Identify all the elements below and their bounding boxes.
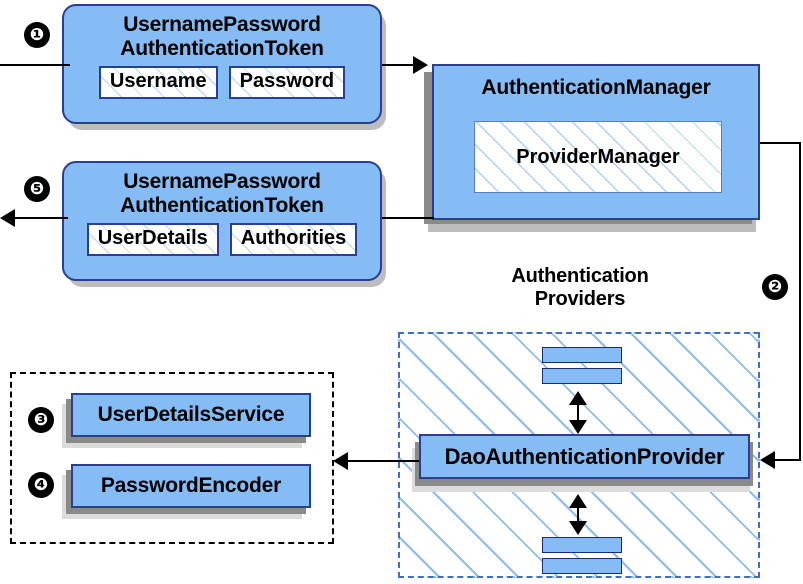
request-token-fields: Username Password <box>64 66 380 100</box>
step-badge-1: ❶ <box>24 22 50 48</box>
provider-link-arrow-down-top <box>569 420 587 434</box>
generic-provider-bar-1 <box>542 347 622 363</box>
provider-link-line-top <box>577 394 579 430</box>
response-token-fields: UserDetails Authorities <box>64 223 380 257</box>
token-to-manager-arrowhead <box>413 56 428 74</box>
manager-to-response-token-line <box>382 217 434 219</box>
outbound-response-arrowhead <box>0 209 15 227</box>
response-token-box: UsernamePassword AuthenticationToken Use… <box>62 161 382 281</box>
request-token-box: UsernamePassword AuthenticationToken Use… <box>62 4 382 124</box>
response-token-title: UsernamePassword AuthenticationToken <box>64 163 380 217</box>
authentication-providers-label-line2: Providers <box>534 288 626 310</box>
manager-to-provider-line-bottom <box>775 459 801 461</box>
authentication-providers-label: Authentication Providers <box>468 265 692 311</box>
provider-link-arrow-up-top <box>569 391 587 405</box>
provider-to-beans-line <box>348 460 419 462</box>
response-token-title-line2: AuthenticationToken <box>120 193 324 217</box>
request-token-title: UsernamePassword AuthenticationToken <box>64 6 380 60</box>
inbound-request-line <box>0 64 70 66</box>
authentication-manager-title: AuthenticationManager <box>481 76 711 99</box>
dao-authentication-provider-box: DaoAuthenticationProvider <box>419 434 750 479</box>
generic-provider-bar-3 <box>542 537 622 553</box>
provider-to-beans-arrowhead <box>333 452 348 470</box>
field-username: Username <box>98 66 218 100</box>
generic-provider-bar-2 <box>542 368 622 384</box>
passwordencoder-box: PasswordEncoder <box>71 464 311 508</box>
step-badge-4: ❹ <box>28 472 54 498</box>
field-userdetails: UserDetails <box>86 223 219 257</box>
field-password: Password <box>228 66 346 100</box>
step-badge-3: ❸ <box>28 407 54 433</box>
outbound-response-line <box>14 217 68 219</box>
authentication-providers-label-line1: Authentication <box>511 265 649 287</box>
provider-link-arrow-up-bottom <box>569 494 587 508</box>
manager-to-provider-line-top <box>760 142 801 144</box>
field-authorities: Authorities <box>229 223 358 257</box>
generic-provider-bar-4 <box>542 558 622 574</box>
authentication-manager-box: AuthenticationManager ProviderManager <box>432 64 760 220</box>
manager-to-provider-line-vertical <box>799 142 801 460</box>
provider-manager-box: ProviderManager <box>474 121 722 193</box>
token-to-manager-line <box>382 64 418 66</box>
userdetailsservice-box: UserDetailsService <box>71 393 311 437</box>
request-token-title-line1: UsernamePassword <box>123 13 321 36</box>
provider-link-line-bottom <box>577 497 579 531</box>
step-badge-2: ❷ <box>762 274 788 300</box>
request-token-title-line2: AuthenticationToken <box>120 36 324 60</box>
manager-to-provider-arrowhead <box>760 451 775 469</box>
provider-link-arrow-down-bottom <box>569 521 587 535</box>
step-badge-5: ❺ <box>24 176 50 202</box>
response-token-title-line1: UsernamePassword <box>123 170 321 193</box>
